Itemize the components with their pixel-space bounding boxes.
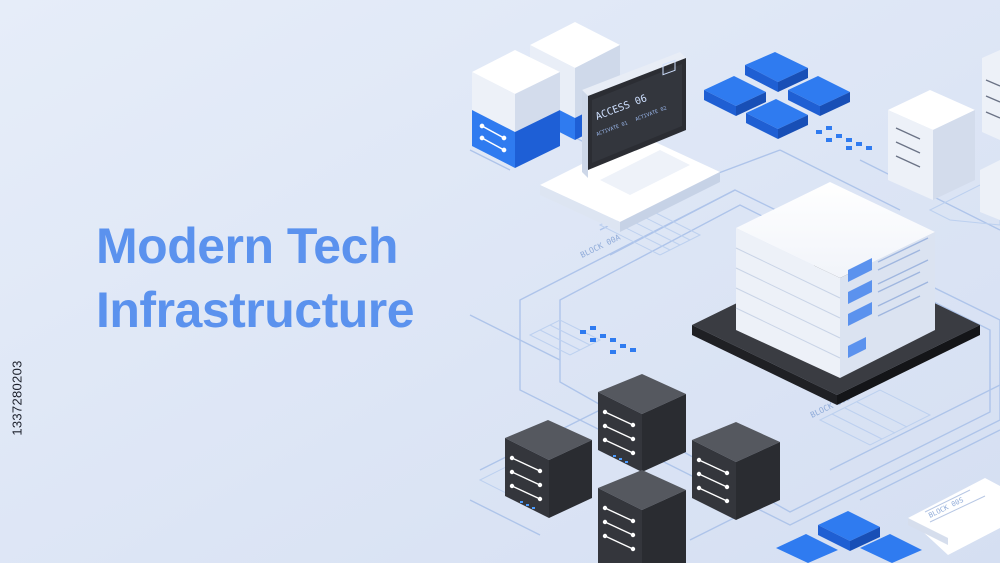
blue-tile-icon (704, 52, 850, 139)
server-rack-icon (888, 90, 975, 200)
blue-tiles-bottom (776, 511, 922, 563)
document-card (908, 478, 1000, 555)
dark-server-2 (598, 374, 686, 472)
main-server (692, 182, 980, 405)
server-stack-front (472, 50, 560, 168)
stock-id-label: 1337280203 (6, 318, 28, 478)
image-placeholder-icon (662, 59, 676, 76)
headline: Modern Tech Infrastructure (96, 214, 415, 342)
monitor-icon (582, 52, 686, 178)
pixel-cluster-top (816, 126, 872, 150)
dark-server-1 (505, 420, 592, 518)
headline-line-1: Modern Tech (96, 218, 398, 274)
headline-line-2: Infrastructure (96, 282, 415, 338)
stock-id-text: 1337280203 (9, 360, 25, 436)
dark-server-4 (598, 470, 686, 563)
dark-server-3 (692, 422, 780, 520)
workstation: ACCESS 06 ACTIVATE 01 ACTIVATE 02 (540, 52, 720, 232)
pixel-cluster-left (580, 326, 636, 354)
server-rack-edge (980, 50, 1000, 220)
